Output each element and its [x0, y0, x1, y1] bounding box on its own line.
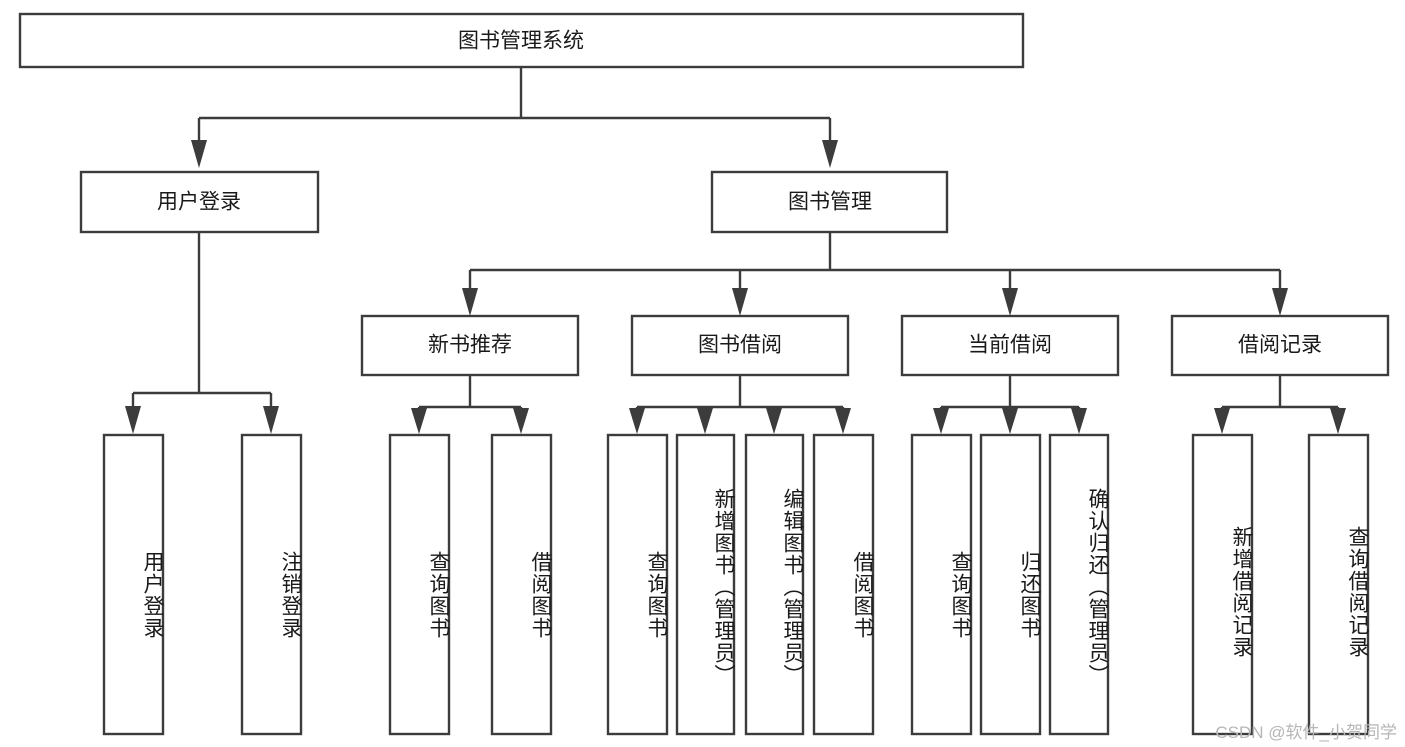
node-root-box[interactable]	[18, 12, 1025, 69]
node-book-borrow-label: 图书借阅	[698, 334, 782, 357]
connector-group-borrow-record	[1214, 375, 1346, 434]
arrow-to-leaf-borrow-book-nbr	[513, 408, 529, 434]
leaf-box-return-book[interactable]	[979, 433, 1042, 736]
connector-group-book-mgmt	[462, 232, 1288, 316]
leaf-box-edit-book[interactable]	[744, 433, 805, 736]
node-new-book-recommend-box[interactable]	[360, 314, 580, 377]
leaf-boxes-book-borrow	[606, 433, 875, 736]
arrow-to-leaf-logout	[263, 406, 279, 434]
leaf-box-query-book-bb[interactable]	[606, 433, 669, 736]
arrow-to-leaf-edit-book	[766, 408, 782, 434]
arrow-to-leaf-confirm-return	[1071, 408, 1087, 434]
leaf-box-add-record[interactable]	[1191, 433, 1254, 736]
leaf-boxes-new-book-recommend	[388, 433, 553, 736]
leaf-box-query-book-nbr[interactable]	[388, 433, 451, 736]
node-book-mgmt[interactable]: 图书管理	[710, 170, 949, 234]
node-user-login[interactable]: 用户登录	[79, 170, 320, 234]
leaf-box-confirm-return[interactable]	[1048, 433, 1110, 736]
arrow-to-leaf-return-book	[1002, 408, 1018, 434]
connector-group-root	[191, 67, 838, 168]
node-book-borrow-box[interactable]	[630, 314, 850, 377]
arrow-to-leaf-user-login	[125, 406, 141, 434]
arrow-to-leaf-query-record	[1330, 408, 1346, 434]
node-user-login-box[interactable]	[79, 170, 320, 234]
arrow-to-leaf-add-record	[1214, 408, 1230, 434]
arrow-to-leaf-query-book-nbr	[411, 408, 427, 434]
connector-group-current-borrow	[933, 375, 1087, 434]
leaf-box-add-book[interactable]	[675, 433, 736, 736]
arrow-to-borrow-record	[1272, 288, 1288, 316]
arrow-to-new-book-recommend	[462, 288, 478, 316]
connector-group-user-login	[125, 232, 279, 434]
node-borrow-record[interactable]: 借阅记录	[1170, 314, 1390, 377]
node-borrow-record-box[interactable]	[1170, 314, 1390, 377]
node-book-mgmt-label: 图书管理	[788, 191, 872, 214]
node-current-borrow-box[interactable]	[900, 314, 1120, 377]
arrow-to-leaf-query-book-bb	[629, 408, 645, 434]
node-book-borrow[interactable]: 图书借阅	[630, 314, 850, 377]
leaf-box-logout[interactable]	[240, 433, 303, 736]
node-new-book-recommend-label: 新书推荐	[428, 334, 512, 357]
leaf-boxes-current-borrow	[910, 433, 1110, 736]
leaf-box-query-book-cb[interactable]	[910, 433, 973, 736]
arrow-to-leaf-query-book-cb	[933, 408, 949, 434]
arrow-to-book-borrow	[732, 288, 748, 316]
arrow-to-leaf-add-book	[697, 408, 713, 434]
node-user-login-label: 用户登录	[157, 191, 241, 214]
arrow-to-user-login	[191, 140, 207, 168]
leaf-box-borrow-book-bb[interactable]	[812, 433, 875, 736]
arrow-to-leaf-borrow-book-bb	[835, 408, 851, 434]
node-borrow-record-label: 借阅记录	[1238, 334, 1322, 357]
leaf-box-query-record[interactable]	[1307, 433, 1370, 736]
node-book-mgmt-box[interactable]	[710, 170, 949, 234]
node-root[interactable]: 图书管理系统	[18, 12, 1025, 69]
connector-group-book-borrow	[629, 375, 851, 434]
leaf-box-borrow-book-nbr[interactable]	[490, 433, 553, 736]
leaf-boxes-borrow-record	[1191, 433, 1370, 736]
connector-group-new-book-recommend	[411, 375, 529, 434]
leaf-box-user-login[interactable]	[102, 433, 165, 736]
arrow-to-book-mgmt	[822, 140, 838, 168]
node-current-borrow-label: 当前借阅	[968, 334, 1052, 357]
node-root-label: 图书管理系统	[458, 30, 584, 53]
node-current-borrow[interactable]: 当前借阅	[900, 314, 1120, 377]
csdn-watermark: CSDN @软件_小贺同学	[1215, 723, 1397, 742]
arrow-to-current-borrow	[1002, 288, 1018, 316]
leaf-boxes-user-login	[102, 433, 303, 736]
node-new-book-recommend[interactable]: 新书推荐	[360, 314, 580, 377]
